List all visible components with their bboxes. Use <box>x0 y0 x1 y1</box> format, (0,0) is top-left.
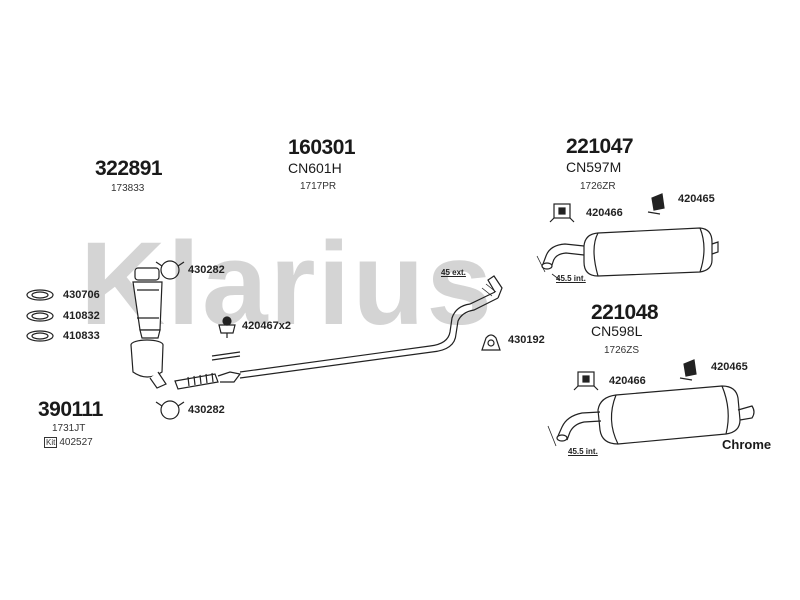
part-number-221047: 221047 <box>566 135 634 158</box>
label-bracket-bottom: 420466 <box>609 375 646 387</box>
part-number-160301: 160301 <box>288 136 356 159</box>
middle-pipe <box>239 275 503 379</box>
sub-number-1726zr: 1726ZR <box>580 181 616 192</box>
sub-number-173833: 173833 <box>111 183 145 194</box>
dimension-int-top: 45.5 int. <box>556 274 586 283</box>
rubber-mount-icon <box>218 316 236 338</box>
kit-number-value: 402527 <box>59 437 93 449</box>
part-number-322891: 322891 <box>95 157 163 180</box>
catalytic-converter-upper <box>132 267 163 339</box>
label-hanger-bottom: 420465 <box>711 361 748 373</box>
kit-tag: Kit <box>44 437 58 448</box>
part-number-390111: 390111 <box>38 398 103 421</box>
clamp-icons <box>155 260 185 420</box>
rear-silencer-bottom <box>547 385 755 447</box>
catalytic-converter-lower <box>130 339 167 389</box>
label-hanger-mid: 430192 <box>508 334 545 346</box>
ref-cn598l: CN598L <box>591 323 643 339</box>
gasket-icons <box>26 289 54 342</box>
hanger-icon-mid <box>481 334 501 351</box>
label-gasket-410832: 410832 <box>63 310 100 322</box>
bracket-icons-bottom <box>573 359 697 391</box>
label-gasket-430706: 430706 <box>63 289 100 301</box>
sub-number-1726zs: 1726ZS <box>604 345 640 356</box>
rear-silencer-top <box>536 227 719 281</box>
part-number-221048: 221048 <box>591 301 659 324</box>
bracket-icons-top <box>549 193 665 223</box>
label-clamp-top: 430282 <box>188 264 225 276</box>
ref-cn601h: CN601H <box>288 160 342 176</box>
dimension-ext: 45 ext. <box>441 268 466 277</box>
label-rubber-mount: 420467x2 <box>242 320 291 332</box>
ref-cn597m: CN597M <box>566 159 622 175</box>
label-hanger-top: 420465 <box>678 193 715 205</box>
label-clamp-bottom: 430282 <box>188 404 225 416</box>
flex-pipe <box>174 351 242 390</box>
sub-number-1717pr: 1717PR <box>300 181 337 192</box>
label-bracket-top: 420466 <box>586 207 623 219</box>
sub-number-1731jt: 1731JT <box>52 423 86 434</box>
label-gasket-410833: 410833 <box>63 330 100 342</box>
finish-label: Chrome <box>722 437 772 452</box>
dimension-int-bottom: 45.5 int. <box>568 447 598 456</box>
